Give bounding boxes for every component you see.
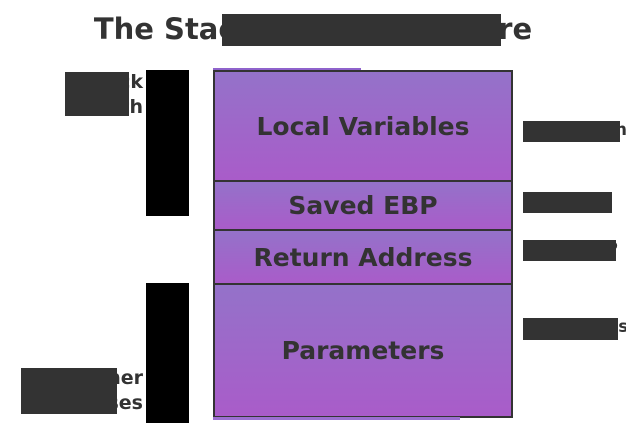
stack-cell-return-address: Return Address — [215, 229, 511, 283]
annotation-label-3-redaction-bar — [523, 240, 616, 261]
stack-cell-parameters: Parameters — [215, 283, 511, 416]
annotation-label-4-redaction-bar — [523, 318, 618, 340]
stack-growth-arrow-icon — [146, 70, 189, 216]
frame-top-accent — [213, 68, 361, 71]
stack-cell-local-variables-label: Local Variables — [256, 111, 470, 141]
stack-cell-parameters-label: Parameters — [281, 336, 445, 365]
stack-cell-saved-ebp-label: Saved EBP — [288, 191, 438, 220]
stack-cell-local-variables: Local Variables — [215, 72, 511, 180]
title-redaction-bar — [222, 14, 501, 46]
stack-cell-saved-ebp: Saved EBP — [215, 180, 511, 229]
annotation-label-2-redaction-bar — [523, 192, 612, 213]
higher-addresses-redaction-bar — [21, 368, 117, 414]
annotation-label-1-redaction-bar — [523, 121, 620, 142]
frame-bottom-accent — [213, 417, 460, 420]
address-direction-arrow-icon — [146, 283, 189, 423]
stack-growth-redaction-bar — [65, 72, 129, 116]
stack-cell-return-address-label: Return Address — [253, 242, 473, 272]
stack-frame-diagram: Local Variables Saved EBP Return Address… — [213, 70, 513, 418]
